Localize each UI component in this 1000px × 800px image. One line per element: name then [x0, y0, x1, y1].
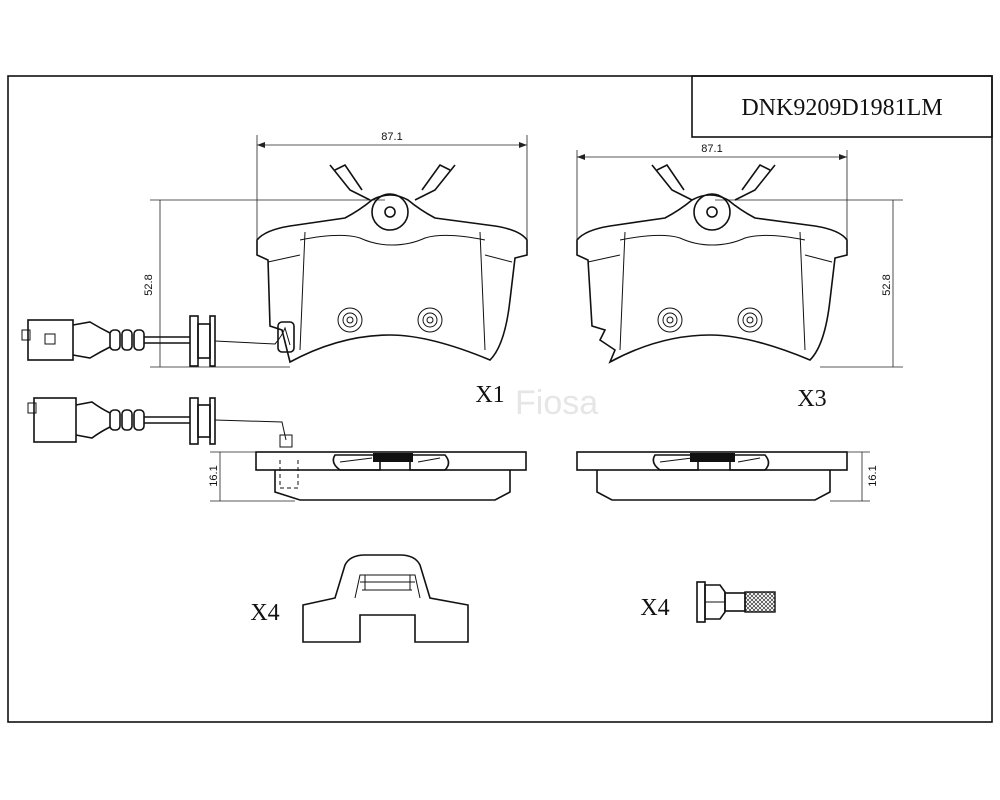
right-pad-height-dim: 52.8 [881, 274, 893, 295]
bolt-drawing: X4 [640, 581, 776, 623]
title-block [691, 75, 993, 138]
right-pad-width-dim: 87.1 [701, 143, 722, 155]
wear-sensor-top [21, 315, 295, 367]
drawing-frame [7, 75, 993, 723]
wear-sensor-bottom [27, 397, 293, 448]
left-pad-front-view: 87.1 52.8 X1 [143, 131, 528, 408]
left-pad-width-dim: 87.1 [381, 131, 402, 143]
part-number: DNK9209D1981LM [741, 95, 942, 121]
right-side-thickness-dim: 16.1 [867, 465, 879, 486]
right-pad-side-view: 16.1 [576, 451, 879, 502]
watermark: Fiosa [515, 384, 598, 422]
left-pad-quantity: X1 [475, 382, 504, 408]
clip-quantity: X4 [250, 600, 279, 626]
left-side-thickness-dim: 16.1 [208, 465, 220, 486]
left-pad-height-dim: 52.8 [143, 274, 155, 295]
left-pad-side-view: 16.1 [208, 451, 527, 502]
bolt-quantity: X4 [640, 595, 669, 621]
right-pad-front-view: 87.1 52.8 X3 [576, 143, 903, 412]
right-pad-quantity: X3 [797, 386, 826, 412]
pad-clip-drawing: X4 [250, 554, 469, 643]
